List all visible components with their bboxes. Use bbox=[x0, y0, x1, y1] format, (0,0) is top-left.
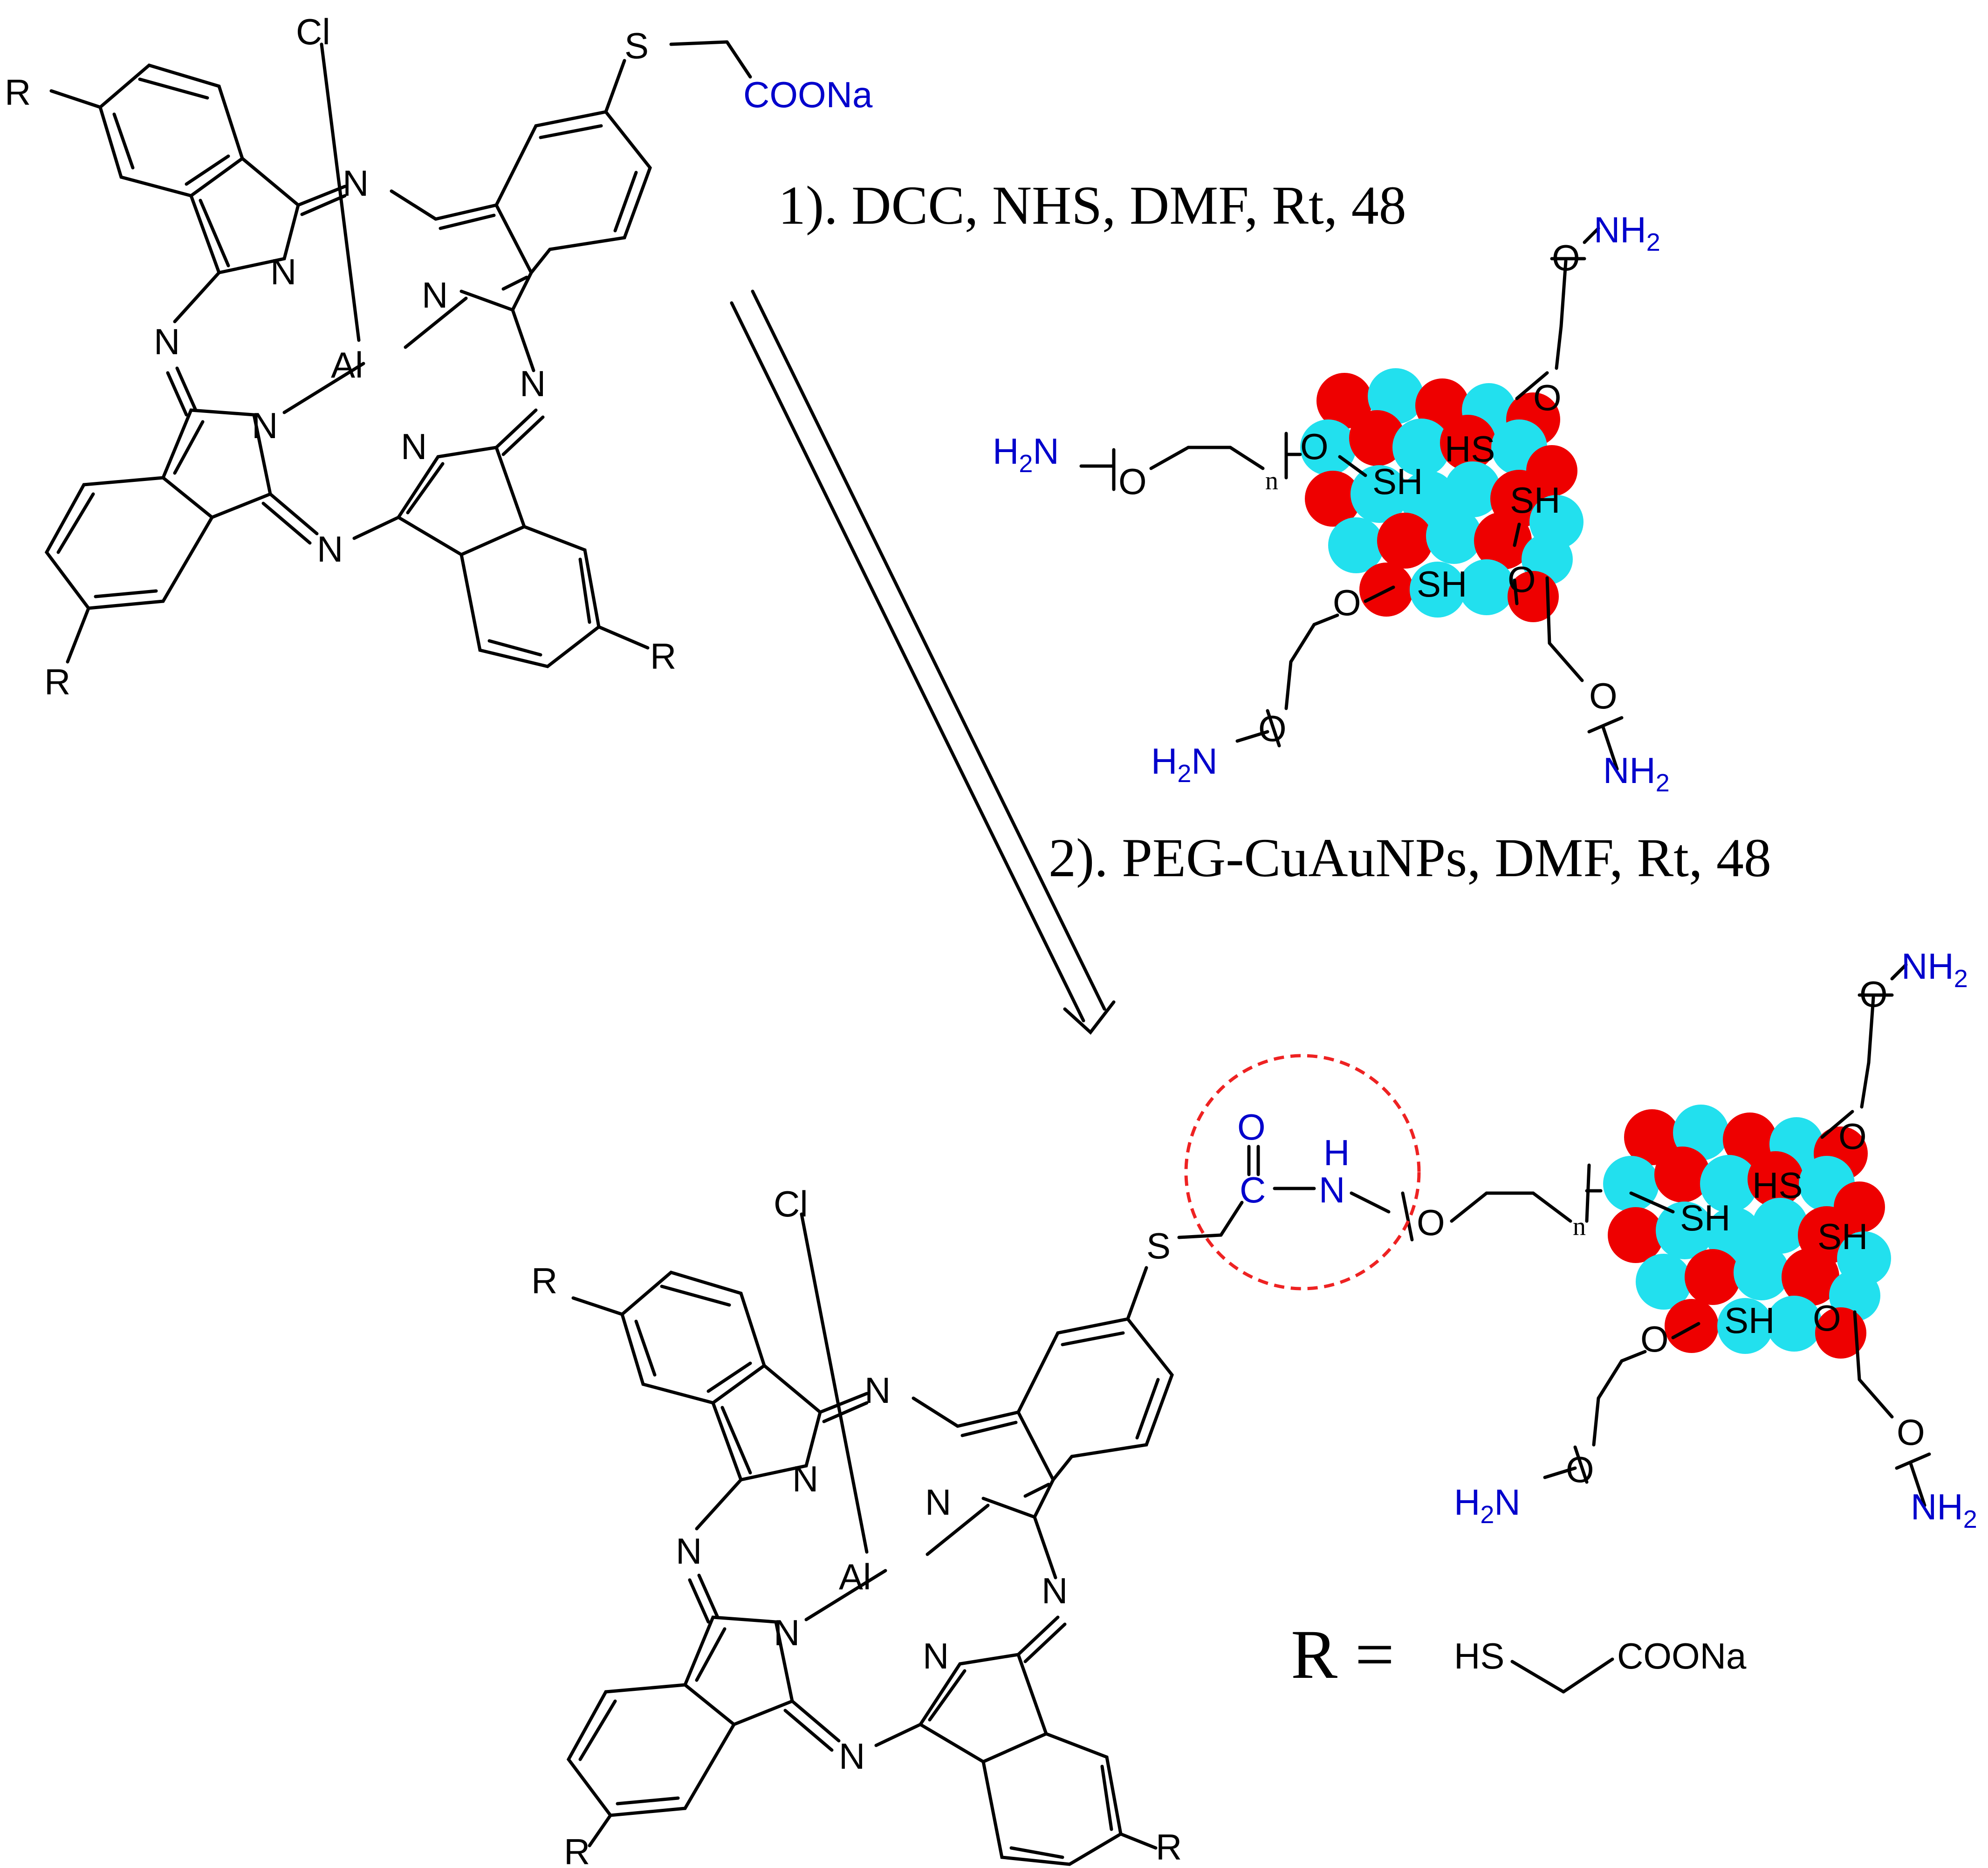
atom-n: N bbox=[923, 1635, 949, 1676]
atom-n: N bbox=[774, 1612, 800, 1653]
carboxylate-label: COONa bbox=[743, 74, 873, 115]
r-group-definition: R = HS COONa bbox=[1291, 1616, 1747, 1694]
atom-r: R bbox=[564, 1831, 590, 1868]
atom-o: O bbox=[1859, 974, 1888, 1015]
amide-hydrogen: H bbox=[1323, 1132, 1350, 1173]
atom-cl: Cl bbox=[296, 11, 330, 52]
atom-o: O bbox=[1566, 1449, 1594, 1490]
atom-n: N bbox=[252, 405, 278, 446]
atom-n: N bbox=[520, 363, 546, 404]
atom-r: R bbox=[531, 1260, 557, 1301]
thiol-label: SH bbox=[1724, 1300, 1775, 1341]
thiol-label: SH bbox=[1680, 1197, 1730, 1238]
thiol-label: SH bbox=[1417, 563, 1467, 604]
atom-n: N bbox=[676, 1531, 702, 1572]
atom-n: N bbox=[792, 1458, 818, 1499]
thiol-label: SH bbox=[1510, 480, 1560, 521]
atom-n: N bbox=[317, 529, 343, 570]
amine-label: H2N bbox=[1454, 1482, 1521, 1529]
nanoparticle-spheres bbox=[1300, 368, 1584, 622]
thiol-label: SH bbox=[1372, 461, 1423, 502]
atom-r: R bbox=[44, 661, 70, 702]
amine-label: H2N bbox=[1151, 741, 1218, 788]
atom-n: N bbox=[422, 275, 448, 316]
atom-n: N bbox=[839, 1736, 865, 1777]
amine-label: H2N bbox=[993, 431, 1059, 478]
r-symbol: R = bbox=[1291, 1616, 1394, 1693]
atom-n: N bbox=[343, 163, 369, 204]
reaction-arrow bbox=[730, 289, 1116, 1035]
thiol-label: SH bbox=[1817, 1216, 1868, 1257]
amine-label: NH2 bbox=[1911, 1486, 1977, 1533]
atom-o: O bbox=[1258, 708, 1287, 749]
repeat-n: n bbox=[1573, 1212, 1586, 1241]
amide-carbon: C bbox=[1240, 1169, 1266, 1210]
atom-n: N bbox=[401, 426, 427, 467]
atom-o: O bbox=[1589, 675, 1618, 716]
atom-r: R bbox=[5, 72, 31, 113]
atom-o: O bbox=[1813, 1298, 1841, 1339]
r-carboxylate: COONa bbox=[1617, 1635, 1747, 1676]
amine-label: NH2 bbox=[1901, 946, 1968, 993]
repeat-n: n bbox=[1265, 467, 1278, 495]
atom-o: O bbox=[1333, 582, 1361, 623]
atom-o: O bbox=[1300, 426, 1329, 467]
nanoparticle-spheres bbox=[1603, 1105, 1891, 1359]
amine-label: NH2 bbox=[1594, 209, 1660, 256]
atom-o: O bbox=[1417, 1202, 1445, 1243]
atom-r: R bbox=[1156, 1827, 1182, 1868]
reagent-step2: 2). PEG-CuAuNPs, DMF, Rt, 48 bbox=[1049, 827, 1771, 888]
amide-highlight-circle bbox=[1184, 1054, 1421, 1291]
nanoparticle-top: H2N O n O SH HS SH O SH O O O NH2 O NH2 … bbox=[993, 209, 1670, 797]
thiol-label: HS bbox=[1445, 428, 1495, 469]
nanoparticle-bottom: SH HS SH O SH O O O NH2 O NH2 O H2N bbox=[1454, 946, 1977, 1533]
atom-n: N bbox=[154, 321, 180, 362]
reactant-phthalocyanine: Cl R N N N Al N N N N N R R S COONa bbox=[5, 11, 873, 702]
product-phthalocyanine: Cl R N N N Al N N N N N R R S O C H N O … bbox=[531, 1054, 1603, 1868]
atom-n: N bbox=[1042, 1570, 1068, 1611]
atom-al: Al bbox=[839, 1556, 871, 1597]
atom-s: S bbox=[624, 25, 649, 66]
atom-al: Al bbox=[331, 344, 363, 385]
amine-label: NH2 bbox=[1603, 750, 1670, 797]
atom-o: O bbox=[1552, 237, 1580, 278]
atom-o: O bbox=[1838, 1116, 1867, 1157]
thiol-label: HS bbox=[1752, 1165, 1803, 1206]
atom-o: O bbox=[1508, 559, 1536, 600]
atom-o: O bbox=[1897, 1412, 1925, 1453]
amide-nitrogen: N bbox=[1319, 1169, 1345, 1210]
atom-n: N bbox=[270, 251, 296, 292]
atom-o: O bbox=[1533, 377, 1562, 418]
atom-o: O bbox=[1118, 461, 1147, 502]
atom-r: R bbox=[650, 636, 676, 677]
amide-oxygen: O bbox=[1237, 1106, 1266, 1147]
atom-s: S bbox=[1146, 1225, 1171, 1266]
r-thiol: HS bbox=[1454, 1635, 1504, 1676]
atom-n: N bbox=[925, 1482, 951, 1523]
atom-cl: Cl bbox=[774, 1183, 808, 1224]
atom-o: O bbox=[1640, 1319, 1669, 1360]
atom-n: N bbox=[864, 1370, 891, 1411]
reagent-step1: 1). DCC, NHS, DMF, Rt, 48 bbox=[778, 175, 1406, 236]
